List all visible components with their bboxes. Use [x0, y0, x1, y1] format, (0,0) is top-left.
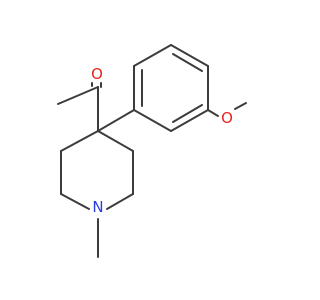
bond-aryl-methoxy-oxygen — [207, 109, 219, 117]
bond-aryl-c2-c3 — [133, 44, 172, 67]
bond-aryl-inner-bottom — [172, 104, 203, 123]
bond-aryl-c5-c6 — [170, 109, 209, 132]
bond-methoxy-oxygen-methyl — [234, 102, 247, 110]
bond-ring-c5-c4 — [60, 130, 99, 152]
carbonyl-oxygen-label: O — [91, 65, 103, 83]
bond-aryl-c6-c1 — [133, 109, 172, 132]
atom-labels: O O N — [91, 65, 233, 216]
bond-ring-c4-c3 — [97, 130, 134, 152]
bond-set — [57, 44, 247, 258]
methoxy-oxygen-label: O — [221, 109, 233, 127]
bond-ring-c2-n — [106, 193, 134, 210]
bond-methyl-carbonyl — [57, 86, 99, 105]
bond-quaternary-aryl — [97, 109, 135, 132]
bond-aryl-inner-top — [172, 53, 203, 72]
ring-nitrogen-label: N — [92, 198, 103, 216]
bond-ring-n-c6 — [60, 193, 90, 210]
bond-aryl-c3-c4 — [170, 44, 209, 67]
molecule-structure: O O N — [57, 44, 247, 258]
